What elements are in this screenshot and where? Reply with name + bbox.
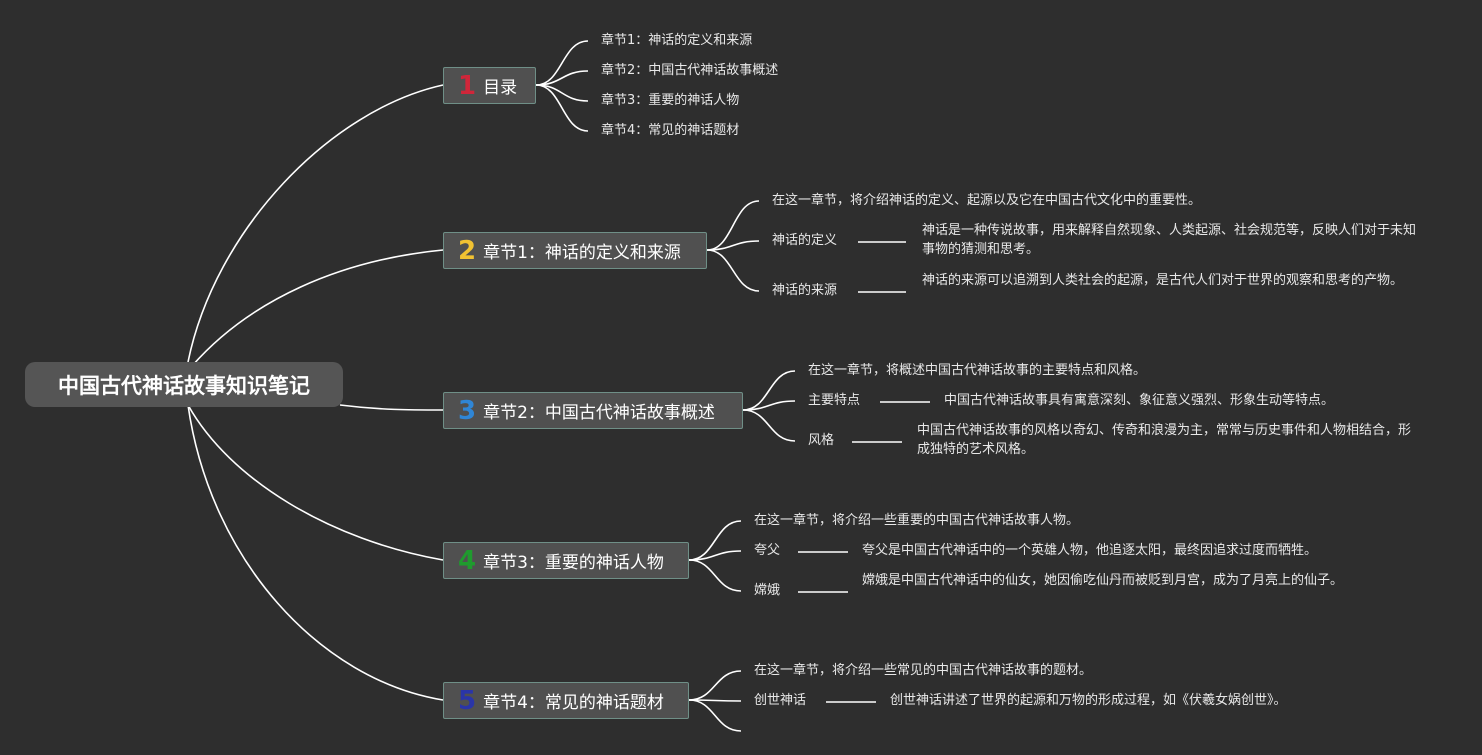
root-link-5 <box>187 404 444 701</box>
branch-link-4-2 <box>688 550 742 561</box>
topic-label: 章节3：重要的神话人物 <box>483 553 664 573</box>
branch-link-4-3 <box>688 559 742 592</box>
branch-link-2-3 <box>706 249 760 292</box>
root-link-1 <box>187 84 444 363</box>
root-node[interactable]: 中国古代神话故事知识笔记 <box>25 362 343 407</box>
root-link-4 <box>187 404 444 561</box>
subtopic-3-1[interactable]: 在这一章节，将概述中国古代神话故事的主要特点和风格。 <box>808 363 1147 378</box>
detail-3-2[interactable]: 中国古代神话故事具有寓意深刻、象征意义强烈、形象生动等特点。 <box>944 393 1335 408</box>
subtopic-4-2[interactable]: 夸父 <box>754 543 781 558</box>
subtopic-2-1[interactable]: 在这一章节，将介绍神话的定义、起源以及它在中国古代文化中的重要性。 <box>772 193 1202 208</box>
subtopic-4-3[interactable]: 嫦娥 <box>754 583 781 598</box>
root-title: 中国古代神话故事知识笔记 <box>58 373 310 398</box>
main-topic-2[interactable]: 2 章节1：神话的定义和来源 <box>443 232 707 269</box>
subtopic-3-3[interactable]: 风格 <box>808 433 835 448</box>
branch-link-4-1 <box>688 520 742 561</box>
subtopic-4-1[interactable]: 在这一章节，将介绍一些重要的中国古代神话故事人物。 <box>754 513 1080 528</box>
topic-label: 目录 <box>483 78 518 98</box>
subtopic-2-2[interactable]: 神话的定义 <box>772 233 838 248</box>
main-topic-3[interactable]: 3 章节2：中国古代神话故事概述 <box>443 392 743 429</box>
topic-label: 章节4：常见的神话题材 <box>483 693 664 713</box>
branch-link-1-1 <box>535 40 589 86</box>
branch-link-5-1 <box>688 670 742 701</box>
detail-4-3[interactable]: 嫦娥是中国古代神话中的仙女，她因偷吃仙丹而被贬到月宫，成为了月亮上的仙子。 <box>862 573 1344 588</box>
topic-label: 章节2：中国古代神话故事概述 <box>483 403 715 423</box>
main-topic-1[interactable]: 1 目录 <box>443 67 536 104</box>
detail-2-2[interactable]: 神话是一种传说故事，用来解释自然现象、人类起源、社会规范等，反映人们对于未知事物… <box>922 223 1417 257</box>
detail-4-2[interactable]: 夸父是中国古代神话中的一个英雄人物，他追逐太阳，最终因追求过度而牺牲。 <box>862 543 1318 558</box>
subtopic-3-2[interactable]: 主要特点 <box>808 393 861 408</box>
detail-2-3[interactable]: 神话的来源可以追溯到人类社会的起源，是古代人们对于世界的观察和思考的产物。 <box>922 273 1404 288</box>
branch-link-3-3 <box>742 409 796 442</box>
topic-number-badge: 2 <box>458 235 477 266</box>
subtopic-1-2[interactable]: 章节2：中国古代神话故事概述 <box>601 63 779 78</box>
branch-link-3-2 <box>742 400 796 411</box>
branch-link-5-3 <box>688 699 742 732</box>
topic-number-badge: 1 <box>458 70 477 101</box>
main-topic-4[interactable]: 4 章节3：重要的神话人物 <box>443 542 689 579</box>
topic-label: 章节1：神话的定义和来源 <box>483 243 681 263</box>
subtopic-5-1[interactable]: 在这一章节，将介绍一些常见的中国古代神话故事的题材。 <box>754 663 1093 678</box>
branch-link-2-2 <box>706 240 760 251</box>
subtopic-5-2[interactable]: 创世神话 <box>754 693 807 708</box>
root-link-3 <box>339 404 444 411</box>
subtopic-1-3[interactable]: 章节3：重要的神话人物 <box>601 93 740 108</box>
subtopic-2-3[interactable]: 神话的来源 <box>772 283 838 298</box>
topic-number-badge: 4 <box>458 545 477 576</box>
topic-number-badge: 3 <box>458 395 477 426</box>
detail-3-3[interactable]: 中国古代神话故事的风格以奇幻、传奇和浪漫为主，常常与历史事件和人物相结合，形成独… <box>917 423 1412 457</box>
detail-5-2[interactable]: 创世神话讲述了世界的起源和万物的形成过程，如《伏羲女娲创世》。 <box>890 693 1287 708</box>
subtopic-1-4[interactable]: 章节4：常见的神话题材 <box>601 123 740 138</box>
topic-number-badge: 5 <box>458 685 477 716</box>
branch-link-2-1 <box>706 200 760 251</box>
main-topic-5[interactable]: 5 章节4：常见的神话题材 <box>443 682 689 719</box>
root-link-2 <box>191 249 444 367</box>
branch-link-1-4 <box>535 84 589 132</box>
branch-link-3-1 <box>742 370 796 411</box>
subtopic-1-1[interactable]: 章节1：神话的定义和来源 <box>601 33 753 48</box>
